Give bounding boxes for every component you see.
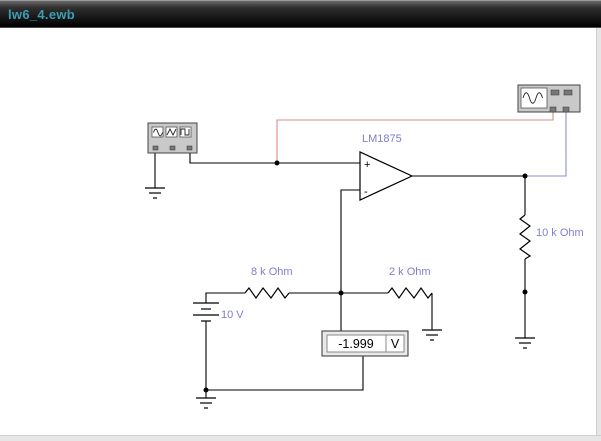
opamp[interactable]: + - LM1875 <box>359 133 414 201</box>
ground-icon[interactable] <box>145 187 165 199</box>
oscilloscope-screen <box>520 87 548 109</box>
junction-dot <box>203 387 209 393</box>
voltmeter-unit: V <box>391 337 400 351</box>
square-wave-icon <box>180 128 190 136</box>
opamp-triangle <box>359 151 414 201</box>
window-title: lw6_4.ewb <box>8 6 76 22</box>
sine-wave-icon <box>153 128 163 137</box>
voltmeter-reading: -1.999 <box>338 337 373 351</box>
scope-detail-a <box>550 89 560 96</box>
battery-label: 10 V <box>221 309 244 321</box>
scope-channel-b-terminal[interactable] <box>562 106 570 113</box>
vertical-scrollbar[interactable] <box>596 28 601 441</box>
battery[interactable]: 10 V <box>193 302 244 322</box>
resistor-8k[interactable]: 8 k Ohm <box>244 266 293 300</box>
ground-icon[interactable] <box>196 397 216 409</box>
resistor-8k-label: 8 k Ohm <box>251 266 293 278</box>
voltmeter-display <box>326 334 405 353</box>
wire-signal-to-noninverting-input[interactable] <box>189 153 360 164</box>
opamp-plus-sign: + <box>364 159 370 171</box>
ground-icon[interactable] <box>515 337 535 349</box>
schematic: + - LM1875 8 k Ohm 2 k Ohm 10 k Ohm 10 V <box>145 84 584 409</box>
fngen-minus-terminal[interactable] <box>152 145 159 151</box>
resistor-2k-label: 2 k Ohm <box>389 266 431 278</box>
wire-inverting-input-to-node[interactable] <box>340 189 360 293</box>
scope-trace-icon <box>522 92 543 104</box>
junction-dot <box>522 173 528 179</box>
opamp-minus-sign: - <box>364 186 368 198</box>
horizontal-scrollbar[interactable] <box>0 435 601 441</box>
oscilloscope[interactable] <box>517 84 581 113</box>
wire-scope-channel-red[interactable] <box>276 112 554 163</box>
wire-battery-to-r1[interactable] <box>205 292 245 303</box>
opamp-label: LM1875 <box>362 133 402 145</box>
resistor-10k-label: 10 k Ohm <box>536 227 584 239</box>
wire-scope-channel-blue[interactable] <box>525 112 567 177</box>
junction-dot <box>522 289 528 295</box>
wire-bottom-rail-to-voltmeter[interactable] <box>206 356 364 391</box>
resistor-10k-zigzag <box>518 214 532 260</box>
ground-icon[interactable] <box>422 329 442 341</box>
triangle-wave-icon <box>166 127 177 137</box>
resistor-8k-zigzag <box>244 286 290 300</box>
square-wave-button <box>179 126 192 138</box>
fngen-common-terminal[interactable] <box>169 145 176 151</box>
circuit-canvas[interactable]: + - LM1875 8 k Ohm 2 k Ohm 10 k Ohm 10 V <box>0 28 601 441</box>
resistor-2k[interactable]: 2 k Ohm <box>387 266 433 300</box>
voltmeter[interactable]: -1.999 V <box>321 330 409 357</box>
scope-channel-a-terminal[interactable] <box>549 106 557 113</box>
function-generator[interactable] <box>147 122 198 154</box>
junction-dot <box>338 290 344 296</box>
fngen-plus-terminal[interactable] <box>186 145 193 151</box>
title-bar[interactable]: lw6_4.ewb <box>0 0 601 28</box>
scope-detail-b <box>563 89 573 96</box>
resistor-2k-zigzag <box>387 286 433 300</box>
junction-dot <box>274 160 280 166</box>
resistor-10k[interactable]: 10 k Ohm <box>518 214 584 260</box>
